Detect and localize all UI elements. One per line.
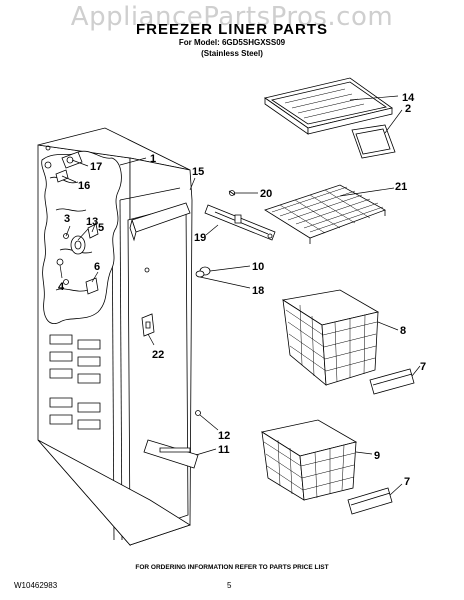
callout-18: 18 [252, 285, 264, 297]
part-4-6-clips [56, 258, 98, 294]
callout-21: 21 [395, 181, 407, 193]
part-7-trim-lower [348, 488, 392, 514]
callout-8: 8 [400, 325, 406, 337]
page-title: FREEZER LINER PARTS [135, 21, 329, 38]
finish-line: (Stainless Steel) [201, 49, 263, 58]
part-21-wire-shelf [265, 185, 385, 244]
part-2-shelf-trim [352, 125, 395, 158]
callout-17: 17 [90, 161, 102, 173]
callout-13: 13 [86, 216, 98, 228]
ordering-note: FOR ORDERING INFORMATION REFER TO PARTS … [135, 564, 329, 571]
part-14-glass-shelf [265, 78, 392, 134]
model-line: For Model: 6GD5SHGXSS09 [178, 38, 286, 47]
page-number: 5 [227, 581, 232, 590]
callout-2: 2 [405, 103, 411, 115]
part-10-cam [196, 267, 210, 277]
callout-7-upper: 7 [420, 361, 426, 373]
part-8-basket [283, 290, 378, 385]
part-11-bracket [144, 440, 198, 468]
callout-4: 4 [58, 281, 65, 293]
part-9-basket [262, 420, 356, 500]
freezer-liner [38, 128, 192, 545]
document-number: W10462983 [14, 581, 58, 590]
watermark: AppliancePartsPros.com [70, 2, 394, 32]
callout-3: 3 [64, 213, 70, 225]
callout-6: 6 [94, 261, 100, 273]
callout-16: 16 [78, 180, 90, 192]
part-19-rail [205, 205, 275, 240]
leader-lines [60, 96, 420, 495]
callout-22: 22 [152, 349, 164, 361]
callout-12: 12 [218, 430, 230, 442]
callout-7-lower: 7 [404, 476, 410, 488]
callout-labels: 14 2 1 17 15 20 21 16 3 13 5 19 4 6 10 1… [58, 92, 426, 488]
part-12-screw [195, 410, 201, 416]
callout-14: 14 [402, 92, 415, 104]
part-15-cover [130, 203, 190, 240]
part-7-trim-upper [370, 369, 414, 394]
callout-5: 5 [98, 222, 104, 234]
callout-20: 20 [260, 188, 272, 200]
callout-15: 15 [192, 166, 204, 178]
part-22-bracket [142, 314, 154, 336]
callout-1: 1 [150, 153, 156, 165]
callout-9: 9 [374, 450, 380, 462]
callout-19: 19 [194, 232, 206, 244]
callout-10: 10 [252, 261, 264, 273]
callout-11: 11 [218, 444, 230, 456]
